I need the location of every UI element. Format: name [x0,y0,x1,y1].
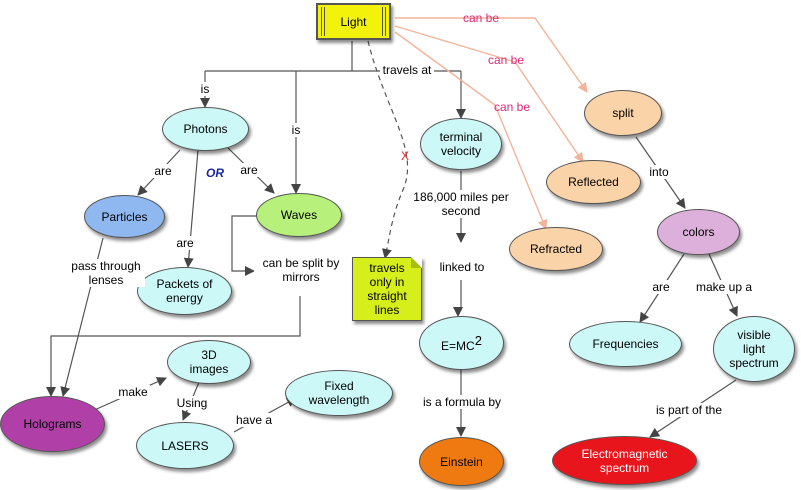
link-are-frequencies: are [650,280,672,294]
concept-particles-label: Particles [101,209,148,224]
link-can-be-split: can be [462,11,500,25]
concept-visible-light-spectrum[interactable]: visible light spectrum [713,316,795,382]
concept-terminal-label: terminal velocity [439,130,483,158]
concept-einstein[interactable]: Einstein [419,437,504,486]
concept-emc2[interactable]: E=MC2 [419,316,504,370]
link-have-a: have a [234,413,274,427]
concept-packets-label: Packets of energy [156,277,213,305]
concept-refracted-label: Refracted [529,242,583,256]
concept-fixed-label: Fixed wavelength [308,379,370,407]
link-using: Using [175,396,209,410]
link-is-photons: is [197,82,213,96]
link-miles-per-second: 186,000 miles per second [410,190,512,218]
concept-waves-label: Waves [280,208,318,222]
link-split-by-mirrors: can be split by mirrors [254,256,348,284]
concept-packets-of-energy[interactable]: Packets of energy [137,267,232,315]
link-formula-by: is a formula by [419,395,505,409]
concept-light-label: Light [340,14,367,29]
concept-fixed-wavelength[interactable]: Fixed wavelength [285,370,393,416]
concept-em-label: Electromagnetic spectrum [581,446,668,475]
link-can-be-refracted: can be [493,100,531,114]
concept-particles[interactable]: Particles [84,195,165,238]
note-label: travels only in straight lines [367,261,407,317]
concept-colors-label: colors [682,225,715,239]
concept-einstein-label: Einstein [440,454,483,469]
emc-exponent: 2 [474,332,482,348]
concept-terminal-velocity[interactable]: terminal velocity [420,118,502,170]
link-are-waves: are [238,163,260,177]
concept-light[interactable]: Light [316,3,391,40]
link-are-packets: are [174,236,196,250]
concept-colors[interactable]: colors [657,209,740,255]
concept-3d-images[interactable]: 3D images [167,340,251,384]
concept-refracted[interactable]: Refracted [509,227,603,271]
link-into: into [647,165,671,179]
concept-emc2-label: E=MC2 [441,332,482,353]
box-edge-left [321,7,325,36]
link-pass-through: pass through lenses [67,259,145,287]
link-make: make [116,385,150,399]
concept-reflected-label: Reflected [568,175,619,189]
link-or: OR [206,166,224,180]
concept-holograms[interactable]: Holograms [0,396,105,452]
link-part-of: is part of the [654,403,724,417]
concept-frequencies[interactable]: Frequencies [569,321,682,367]
link-linked-to: linked to [436,260,488,274]
concept-waves[interactable]: Waves [256,193,342,237]
link-make-up: make up a [693,280,755,294]
link-travels-at: travels at [380,63,434,77]
emc-base: E=MC [441,338,475,353]
concept-split-label: split [612,106,634,120]
note-fold-corner [411,257,422,268]
link-x-mark: X [400,149,409,163]
concept-frequencies-label: Frequencies [592,337,659,351]
concept-lasers[interactable]: LASERS [136,422,234,469]
concept-photons[interactable]: Photons [162,107,249,151]
concept-lasers-label: LASERS [161,438,209,453]
concept-3d-images-label: 3D images [189,348,229,376]
concept-visible-label: visible light spectrum [729,328,779,370]
link-can-be-reflected: can be [487,53,525,67]
link-is-waves: is [288,123,304,137]
concept-photons-label: Photons [183,122,228,136]
concept-holograms-label: Holograms [23,417,82,431]
note-straight-lines[interactable]: travels only in straight lines [352,257,422,321]
box-edge-right [382,7,386,36]
concept-electromagnetic-spectrum[interactable]: Electromagnetic spectrum [552,436,697,485]
concept-split[interactable]: split [584,90,662,136]
link-are-particles: are [152,164,174,178]
concept-reflected[interactable]: Reflected [546,160,641,204]
